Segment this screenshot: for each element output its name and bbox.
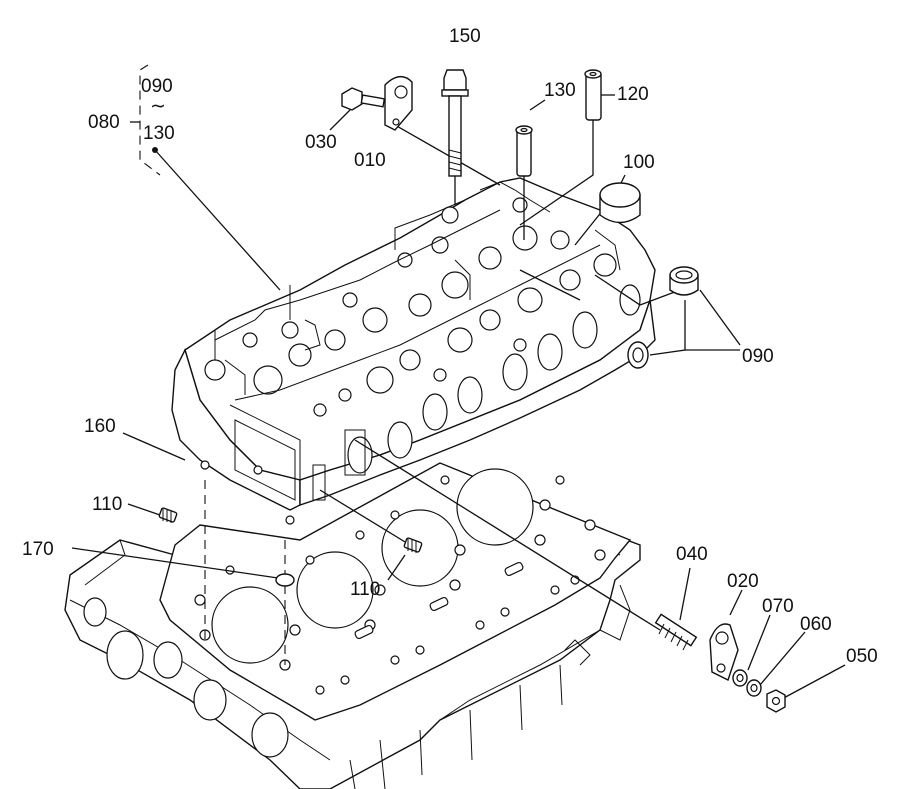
callout-110-mid: 110 bbox=[350, 579, 380, 600]
callout-130-bracket: 130 bbox=[143, 123, 175, 144]
callout-050: 050 bbox=[846, 646, 878, 667]
callout-020: 020 bbox=[727, 571, 759, 592]
callout-120: 120 bbox=[617, 84, 649, 105]
valve-guide-130 bbox=[515, 125, 533, 177]
callout-060: 060 bbox=[800, 614, 832, 635]
lock-washer-060 bbox=[746, 679, 762, 697]
plug-100 bbox=[599, 182, 641, 224]
callout-170: 170 bbox=[22, 539, 54, 560]
hanger-plate-010 bbox=[384, 76, 413, 131]
bolt-030 bbox=[341, 87, 386, 111]
callout-090-bracket: 090 bbox=[141, 76, 173, 97]
plug-090-lower bbox=[627, 341, 649, 369]
washer-070 bbox=[732, 669, 748, 687]
stud-040 bbox=[654, 613, 698, 651]
head-bolt-150 bbox=[441, 69, 469, 177]
screw-110-left bbox=[158, 507, 178, 523]
o-ring-170 bbox=[275, 573, 295, 587]
range-mark: ∼ bbox=[150, 96, 166, 117]
plug-090 bbox=[669, 266, 699, 296]
callout-080: 080 bbox=[88, 112, 120, 133]
callout-040: 040 bbox=[676, 544, 708, 565]
callout-100: 100 bbox=[623, 152, 655, 173]
leader-lines bbox=[71, 64, 846, 701]
callout-110-left: 110 bbox=[92, 494, 122, 515]
hanger-plate-020 bbox=[709, 623, 739, 681]
callout-130-top: 130 bbox=[544, 80, 576, 101]
callout-010: 010 bbox=[354, 150, 386, 171]
callout-labels: 150 130 120 100 030 010 090 ∼ 130 080 09… bbox=[22, 26, 878, 667]
callout-030: 030 bbox=[305, 132, 337, 153]
cylinder-head bbox=[171, 177, 656, 525]
nut-050 bbox=[766, 689, 786, 713]
callout-160: 160 bbox=[84, 416, 116, 437]
callout-150: 150 bbox=[449, 26, 481, 47]
valve-guide-120 bbox=[584, 69, 602, 121]
callout-090-right: 090 bbox=[742, 346, 774, 367]
screw-110-mid bbox=[403, 537, 423, 553]
callout-070: 070 bbox=[762, 596, 794, 617]
